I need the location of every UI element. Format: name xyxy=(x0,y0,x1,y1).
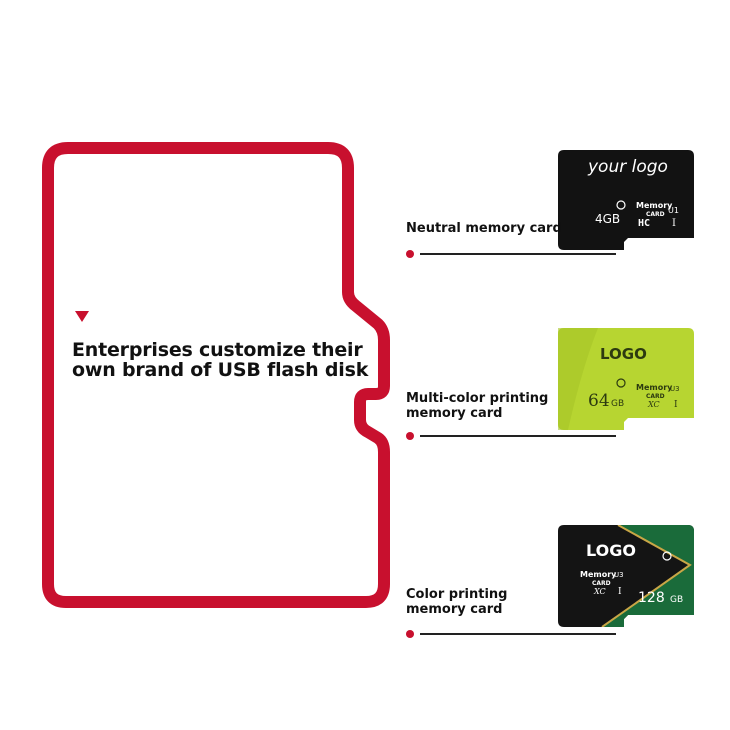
card1-label: Neutral memory card xyxy=(406,221,562,236)
triangle-down-icon xyxy=(75,311,89,322)
card2-capacity-unit: GB xyxy=(611,399,624,409)
neutral-card-image: your logo 4GB Memory CARD U1 HC I xyxy=(558,150,694,250)
card3-label-line-2: memory card xyxy=(406,602,503,617)
card3-capacity-unit: GB xyxy=(670,595,683,605)
headline-line-2: own brand of USB flash disk xyxy=(72,359,369,381)
card1-hc: HC xyxy=(638,218,650,229)
card3-brand-1: Memory xyxy=(580,570,617,579)
card2-class: I xyxy=(674,400,678,410)
card2-brand-2: CARD xyxy=(646,393,665,400)
card3-logo: LOGO xyxy=(586,541,636,560)
card2-capacity-num: 64 xyxy=(588,391,610,411)
card3-label-line-1: Color printing xyxy=(406,587,508,602)
card1-logo: your logo xyxy=(587,157,668,177)
card2-xc: XC xyxy=(647,400,660,409)
card3-rule xyxy=(406,630,616,638)
card1-brand-2: CARD xyxy=(646,211,665,218)
card2-label: Multi-color printing memory card xyxy=(406,391,548,421)
card2-label-line-1: Multi-color printing xyxy=(406,391,549,406)
card3-xc: XC xyxy=(593,587,606,596)
card1-rule xyxy=(406,250,616,258)
card3-brand-2: CARD xyxy=(592,580,611,587)
card2-brand-1: Memory xyxy=(636,383,673,392)
card1-brand-1: Memory xyxy=(636,201,673,210)
multicolor-card-image: LOGO 64 GB Memory CARD U3 XC I xyxy=(558,328,694,430)
card3-class: I xyxy=(618,587,622,597)
card3-speed: U3 xyxy=(614,571,624,579)
card3-capacity-num: 128 xyxy=(638,590,665,606)
feature-headline: Enterprises customize their own brand of… xyxy=(72,340,372,380)
color-card-image: LOGO Memory CARD U3 XC I 128 GB xyxy=(558,525,694,627)
card1-capacity: 4GB xyxy=(595,212,620,226)
headline-line-1: Enterprises customize their xyxy=(72,339,363,361)
card2-label-line-2: memory card xyxy=(406,406,503,421)
card1-speed: U1 xyxy=(668,206,679,215)
card2-rule xyxy=(406,432,616,440)
card2-speed: U3 xyxy=(670,385,680,393)
card3-label: Color printing memory card xyxy=(406,587,507,617)
card1-class: I xyxy=(672,218,676,229)
card2-logo: LOGO xyxy=(600,345,647,363)
